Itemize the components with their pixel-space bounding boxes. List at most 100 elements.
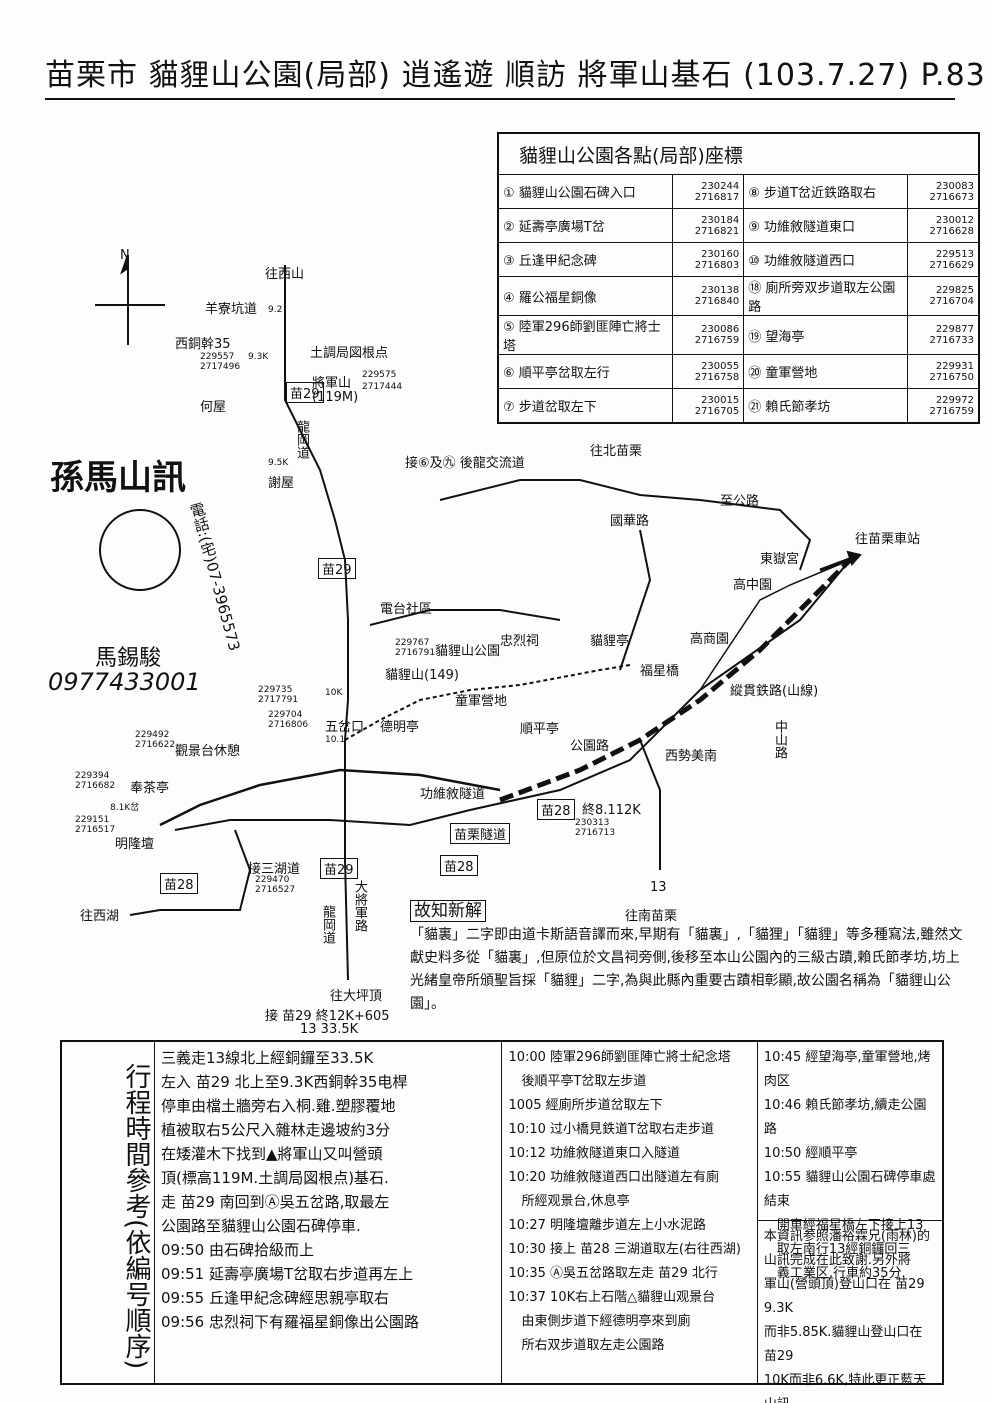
schedule-line: 09:50 由石碑拾級而上 <box>161 1241 314 1259</box>
map-label-end8: 終8.112K <box>582 803 641 818</box>
schedule-line: 後順平亭T岔取左步道 <box>508 1074 647 1089</box>
schedule-line: 所右双步道取左走公園路 <box>508 1338 665 1353</box>
schedule-line: 植被取右5公尺入雜林走邊坡約3分 <box>161 1121 391 1139</box>
coord-y: 2716840 <box>694 296 740 307</box>
schedule-line: 10:45 經望海亭,童軍營地,烤肉区 <box>763 1050 931 1089</box>
map-label-km95: 9.5K <box>268 458 289 468</box>
map-label-railway: 縱貫鉄路(山線) <box>730 684 819 699</box>
coord-x: 230244 <box>701 180 740 192</box>
map-label-houlong: 接⑥及㊈ 後龍交流道 <box>405 456 525 471</box>
map-label-soil: 土調局図根点 <box>310 346 389 361</box>
map-label-c3b: 2716791 <box>395 648 436 658</box>
coord-x: 230086 <box>701 324 740 335</box>
map-label-miaoli-tunnel: 苗栗隧道 <box>450 823 511 844</box>
map-label-gaoshang: 高商園 <box>690 632 730 647</box>
map-label-north: N <box>120 248 130 263</box>
coord-x: 229513 <box>935 248 974 260</box>
map-label-zhonglie: 忠烈祠 <box>500 634 540 649</box>
map-label-km10: 10K <box>325 688 343 698</box>
coord-x: 230015 <box>701 394 740 406</box>
map-label-km93: 9.3K <box>248 352 269 362</box>
author-name: 馬錫駿 <box>95 646 162 671</box>
map-label-km8: 8.1K岔 <box>110 803 140 813</box>
map-label-fengcha: 奉茶亭 <box>130 781 170 796</box>
map-label-to-station: 往苗栗車站 <box>855 532 921 547</box>
schedule-line: 10:12 功維敘隧道東口入隧道 <box>508 1146 681 1161</box>
point-label: ㉑ 賴氏節孝坊 <box>743 388 908 424</box>
schedule-line: 10:30 接上 苗28 三湖道取左(右往西湖) <box>508 1242 741 1257</box>
map-label-dajiangjun: 大將軍路 <box>352 880 367 932</box>
map-label-zhongshan: 中山路 <box>772 720 787 759</box>
coord-y: 2716759 <box>694 335 740 346</box>
map-label-km101: 10.1 <box>325 735 346 745</box>
map-label-c2b: 2717444 <box>362 382 403 392</box>
map-label-maolishan: 貓貍山(149) <box>385 668 459 683</box>
schedule-label: 行程時間參考(依編号順序) <box>121 1063 151 1370</box>
map-label-gongyuan: 公園路 <box>570 739 610 754</box>
point-label: ⑦ 步道岔取左下 <box>497 388 674 424</box>
point-label: ③ 丘逢甲紀念碑 <box>497 242 674 277</box>
map-label-c1b: 2717496 <box>200 362 241 372</box>
map-label-longgang2: 龍岡道 <box>320 905 335 944</box>
schedule-line: 10:35 Ⓐ吳五岔路取左走 苗29 北行 <box>508 1266 718 1281</box>
map-label-c8: 229151 <box>75 815 110 825</box>
map-label-route13: 13 <box>650 880 667 895</box>
map-label-c4: 229735 <box>258 685 293 695</box>
map-label-xieshu: 謝屋 <box>268 476 295 491</box>
author-mobile: 0977433001 <box>48 668 201 696</box>
coord-y: 2716673 <box>929 191 974 203</box>
map-label-to-xihu: 往西湖 <box>80 909 120 924</box>
point-label: ⑩ 功維敘隧道西口 <box>743 242 908 277</box>
schedule-line: 走 苗29 南回到Ⓐ吳五岔路,取最左 <box>161 1193 390 1211</box>
map-label-maoli-pavilion: 貓貍亭 <box>590 634 630 649</box>
road-miao29 <box>284 265 349 981</box>
map-label-yangliao: 羊寮坑道 <box>205 302 258 317</box>
schedule-line: 10:20 功維敘隧道西口出隧道左有廁 <box>508 1170 720 1185</box>
map-label-minglong: 明隆壇 <box>115 837 155 852</box>
map-label-c10: 229470 <box>255 875 290 885</box>
schedule-line: 由東側步道下經德明亭來到廁 <box>508 1314 691 1329</box>
schedule-line: 10:00 陸軍296師劉匪陣亡將士紀念塔 <box>508 1050 731 1065</box>
coord-y: 2716817 <box>694 191 740 203</box>
coord-x: 229825 <box>935 285 974 296</box>
map-label-fuxing: 福星橋 <box>640 664 680 679</box>
map-label-c9b: 2716713 <box>575 828 616 838</box>
coord-x: 230055 <box>701 360 740 372</box>
map-label-park: 貓貍山公園 <box>435 644 501 659</box>
logo-face-icon <box>99 509 181 591</box>
map-label-viewpoint: 觀景台休憩 <box>175 744 241 759</box>
schedule-line: 三義走13線北上經銅鑼至33.5K <box>161 1049 374 1067</box>
coord-x: 229972 <box>935 394 974 406</box>
road-miao28 <box>174 559 851 831</box>
map-label-sanhu: 接三湖道 <box>248 862 301 877</box>
map-label-to-south: 往南苗栗 <box>625 909 678 924</box>
coord-x: 230160 <box>701 248 740 260</box>
schedule-line: 開車經福星橋左下接上13 <box>763 1218 924 1233</box>
schedule-line: 而非5.85K.貓貍山登山口在 苗29 <box>763 1325 923 1364</box>
map-label-c9: 230313 <box>575 818 610 828</box>
map-label-xitong: 西銅幹35 <box>175 337 231 352</box>
map-label-c6: 229492 <box>135 730 170 740</box>
map-label-end13: 13 33.5K <box>300 1022 359 1037</box>
schedule-line: 公園路至貓貍山公園石碑停車. <box>161 1217 361 1235</box>
coord-y: 2716759 <box>929 405 974 417</box>
map-label-general-mt: 將軍山 <box>312 376 352 391</box>
map-label-longgang: 龍岡道 <box>294 420 309 459</box>
coord-y: 2716629 <box>929 259 974 271</box>
schedule-line: 本資訊参照潘裕霖兄(雨林)的 <box>763 1229 930 1244</box>
map-label-miao29c: 苗29 <box>320 858 358 879</box>
map-label-km92: 9.2 <box>268 305 283 315</box>
coord-y: 2716758 <box>694 371 740 383</box>
page-title: 苗栗市 貓貍山公園(局部) 逍遙遊 順訪 將軍山基石 (103.7.27) P.… <box>45 50 985 100</box>
schedule-line: 1005 經廁所步道岔取左下 <box>508 1098 663 1113</box>
